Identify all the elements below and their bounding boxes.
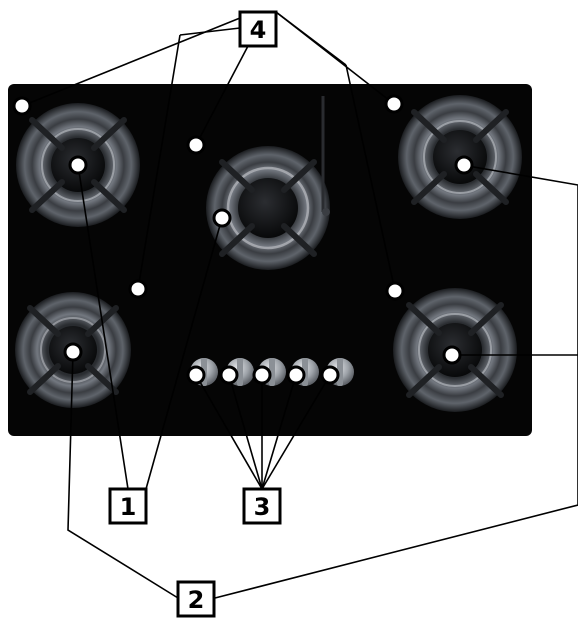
marker-knob-3 [254, 367, 270, 383]
marker-burner-center [214, 210, 230, 226]
callout-label-4: 4 [240, 12, 276, 46]
callout-label-2: 2 [178, 582, 214, 616]
callout-4-text: 4 [250, 16, 267, 44]
marker-pan-support-3 [130, 281, 146, 297]
callout-3-text: 3 [254, 493, 271, 521]
callout-label-1: 1 [110, 489, 146, 523]
marker-burner-bottom-left [65, 344, 81, 360]
callout-2-text: 2 [188, 586, 205, 614]
marker-knob-2 [221, 367, 237, 383]
callout-1-text: 1 [120, 493, 137, 521]
marker-pan-support-1 [14, 98, 30, 114]
marker-pan-support-2 [188, 137, 204, 153]
marker-knob-5 [322, 367, 338, 383]
marker-burner-top-left [70, 157, 86, 173]
marker-pan-support-5 [387, 283, 403, 299]
marker-burner-top-right [456, 157, 472, 173]
marker-knob-1 [188, 367, 204, 383]
marker-knob-4 [288, 367, 304, 383]
callout-label-3: 3 [244, 489, 280, 523]
marker-pan-support-4 [386, 96, 402, 112]
marker-burner-bottom-right [444, 347, 460, 363]
